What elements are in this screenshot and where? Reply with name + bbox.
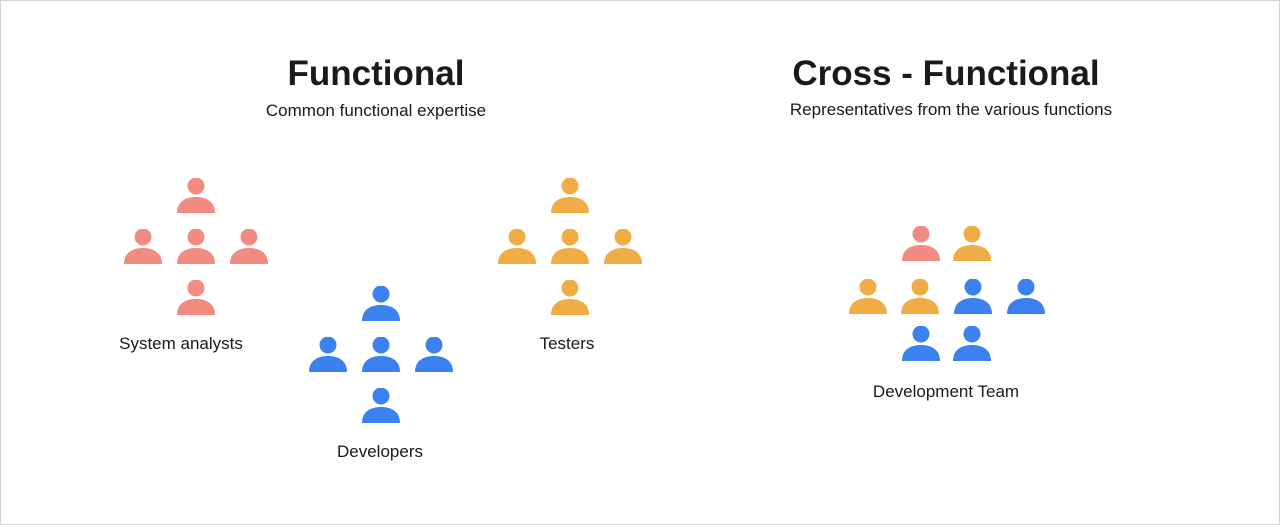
analyst-person-icon-left [123,229,163,265]
tester-person-icon-right [603,229,643,265]
tester-person-icon-top [550,178,590,214]
team-member-analyst-person-icon [901,226,941,262]
functional-title: Functional [287,54,465,93]
analyst-person-icon-center [176,229,216,265]
developer-person-icon-top [361,286,401,322]
team-member-developer-person-icon [953,279,993,315]
group-label-testers: Testers [539,334,595,353]
tester-person-icon-left [497,229,537,265]
analyst-person-icon-right [229,229,269,265]
team-member-developer-person-icon [952,326,992,362]
team-member-tester-person-icon [900,279,940,315]
developer-person-icon-right [414,337,454,373]
analyst-person-icon-top [176,178,216,214]
tester-person-icon-center [550,229,590,265]
tester-person-icon-bottom [550,280,590,316]
team-label-development-team: Development Team [872,382,1020,401]
developer-person-icon-bottom [361,388,401,424]
analyst-person-icon-bottom [176,280,216,316]
team-member-developer-person-icon [901,326,941,362]
group-label-system-analysts: System analysts [119,334,243,353]
team-member-developer-person-icon [1006,279,1046,315]
developer-person-icon-left [308,337,348,373]
team-member-tester-person-icon [848,279,888,315]
functional-subtitle: Common functional expertise [265,101,487,120]
team-member-tester-person-icon [952,226,992,262]
group-label-developers: Developers [337,442,423,461]
developer-person-icon-center [361,337,401,373]
cross-functional-title: Cross - Functional [792,54,1100,93]
cross-functional-subtitle: Representatives from the various functio… [789,100,1113,119]
